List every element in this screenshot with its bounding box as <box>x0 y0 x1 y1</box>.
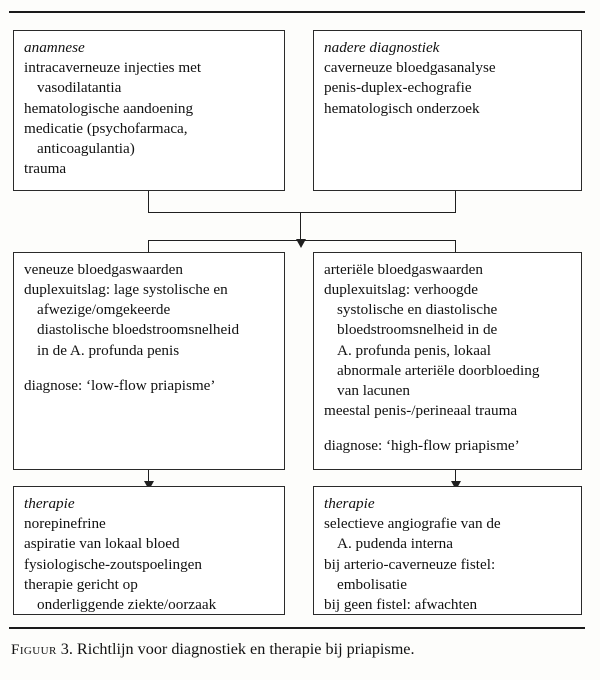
arrowhead-middle-icon <box>296 239 306 248</box>
box-line: bij arterio-caverneuze fistel: <box>324 555 496 573</box>
box-line: intracaverneuze injecties met <box>24 59 202 77</box>
box-therapie-low-flow-lines: norepinefrine aspiratie van lokaal bloed f… <box>24 514 276 615</box>
box-line: systolische en diastolische <box>337 301 498 319</box>
connector-diagnostiek-down <box>455 191 457 213</box>
figure-caption-number: 3. <box>60 640 73 658</box>
box-line-spacer <box>324 421 573 436</box>
box-anamnese-lines: intracaverneuze injecties met vasodilatan… <box>24 58 276 179</box>
box-line: in de A. profunda penis <box>37 341 180 359</box>
figure-caption-text: Richtlijn voor diagnostiek en therapie b… <box>76 640 415 658</box>
box-line: duplexuitslag: lage systolische en <box>24 281 228 299</box>
box-therapie-high-flow: therapie selectieve angiografie van de A.… <box>313 486 582 615</box>
box-veneus-title: veneuze bloedgaswaarden <box>24 261 183 278</box>
box-line: hematologische aandoening <box>24 99 194 117</box>
connector-anamnese-down <box>148 191 150 213</box>
connector-split-bar <box>148 240 456 242</box>
box-arteriele-bloedgaswaarden: arteriële bloedgaswaarden duplexuitslag:… <box>313 252 582 470</box>
box-veneuze-bloedgaswaarden: veneuze bloedgaswaarden duplexuitslag: l… <box>13 252 285 470</box>
box-line: trauma <box>24 159 67 177</box>
box-line: bloedstroomsnelheid in de <box>337 321 498 339</box>
box-line: diagnose: ‘high-flow priapisme’ <box>324 437 520 455</box>
box-arterieel-title: arteriële bloedgaswaarden <box>324 261 483 278</box>
box-line: therapie gericht op <box>24 575 138 593</box>
box-veneus-heading-line: veneuze bloedgaswaarden <box>24 260 276 280</box>
connector-low-flow-arrow-shaft <box>148 470 150 483</box>
box-line: diastolische bloedstroomsnelheid <box>37 321 240 339</box>
connector-high-flow-arrow-shaft <box>455 470 457 483</box>
box-nadere-diagnostiek-title: nadere diagnostiek <box>324 39 440 56</box>
connector-arterieel-down <box>455 240 457 252</box>
box-line: diagnose: ‘low-flow priapisme’ <box>24 376 216 394</box>
box-line: meestal penis-/perineaal trauma <box>324 401 518 419</box>
box-arterieel-heading-line: arteriële bloedgaswaarden <box>324 260 573 280</box>
box-arterieel-lines: duplexuitslag: verhoogde systolische en d… <box>324 280 573 456</box>
box-line: hematologisch onderzoek <box>324 99 480 117</box>
box-line: abnormale arteriële doorbloeding <box>337 361 540 379</box>
box-line: vasodilatantia <box>37 79 122 97</box>
box-line: medicatie (psychofarmaca, <box>24 119 188 137</box>
bottom-rule <box>9 627 585 629</box>
box-line: onderliggende ziekte/oorzaak <box>37 595 217 613</box>
box-line: selectieve angiografie van de <box>324 515 501 533</box>
arrowhead-low-flow-icon <box>144 481 154 490</box>
box-therapie-high-flow-lines: selectieve angiografie van de A. pudenda … <box>324 514 573 615</box>
top-rule <box>9 11 585 13</box>
box-line: afwezige/omgekeerde <box>37 301 171 319</box>
figure-caption: Figuur 3. Richtlijn voor diagnostiek en … <box>11 639 589 659</box>
box-line: anticoagulantia) <box>37 139 135 157</box>
box-therapie-low-flow: therapie norepinefrine aspiratie van loka… <box>13 486 285 615</box>
figure-caption-label: Figuur <box>11 641 57 658</box>
box-line: embolisatie <box>337 575 408 593</box>
connector-merge-bar <box>148 212 456 214</box>
box-nadere-diagnostiek-lines: caverneuze bloedgasanalyse penis-duplex-e… <box>324 58 573 118</box>
box-therapie-high-flow-title: therapie <box>324 495 375 512</box>
connector-veneus-down <box>148 240 150 252</box>
box-line: fysiologische-zoutspoelingen <box>24 555 202 573</box>
arrowhead-high-flow-icon <box>451 481 461 490</box>
box-line: norepinefrine <box>24 515 106 533</box>
box-therapie-low-flow-title: therapie <box>24 495 75 512</box>
box-line: A. pudenda interna <box>337 535 453 553</box>
box-line: van lacunen <box>337 381 410 399</box>
box-line: caverneuze bloedgasanalyse <box>324 59 496 77</box>
box-line-spacer <box>24 361 276 376</box>
box-nadere-diagnostiek: nadere diagnostiek caverneuze bloedgasan… <box>313 30 582 191</box>
box-veneus-lines: duplexuitslag: lage systolische en afwezi… <box>24 280 276 396</box>
box-line: penis-duplex-echografie <box>324 79 472 97</box>
box-line: duplexuitslag: verhoogde <box>324 281 478 299</box>
box-line: A. profunda penis, lokaal <box>337 341 491 359</box>
box-anamnese-title: anamnese <box>24 39 85 56</box>
box-anamnese: anamnese intracaverneuze injecties met va… <box>13 30 285 191</box>
box-line: bij geen fistel: afwachten <box>324 595 478 613</box>
box-line: aspiratie van lokaal bloed <box>24 535 180 553</box>
connector-middle-arrow-shaft <box>300 212 302 241</box>
